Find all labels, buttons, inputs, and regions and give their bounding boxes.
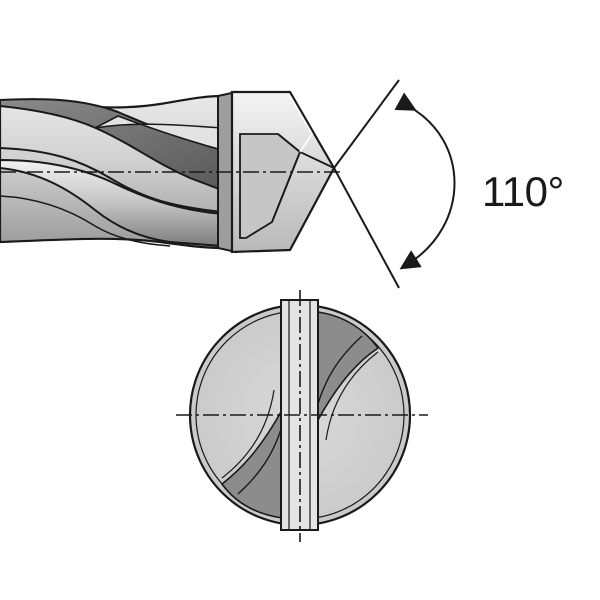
point-angle-label: 110° (482, 168, 564, 215)
point-angle-indicator (333, 79, 456, 289)
tip-highlight (289, 95, 314, 153)
drill-end-view (176, 290, 428, 542)
end-view-flute-lower (220, 409, 283, 519)
angle-arc (394, 92, 456, 270)
drill-side-view (0, 90, 342, 254)
angle-line-lower (333, 167, 400, 289)
end-view-spiral-left-2 (221, 389, 275, 479)
end-view-spiral-right-2 (325, 351, 379, 441)
twist-edge (0, 147, 223, 213)
angle-line-upper (333, 79, 400, 169)
twist-edge-lower (0, 195, 171, 247)
end-view-flute-upper (317, 311, 380, 421)
